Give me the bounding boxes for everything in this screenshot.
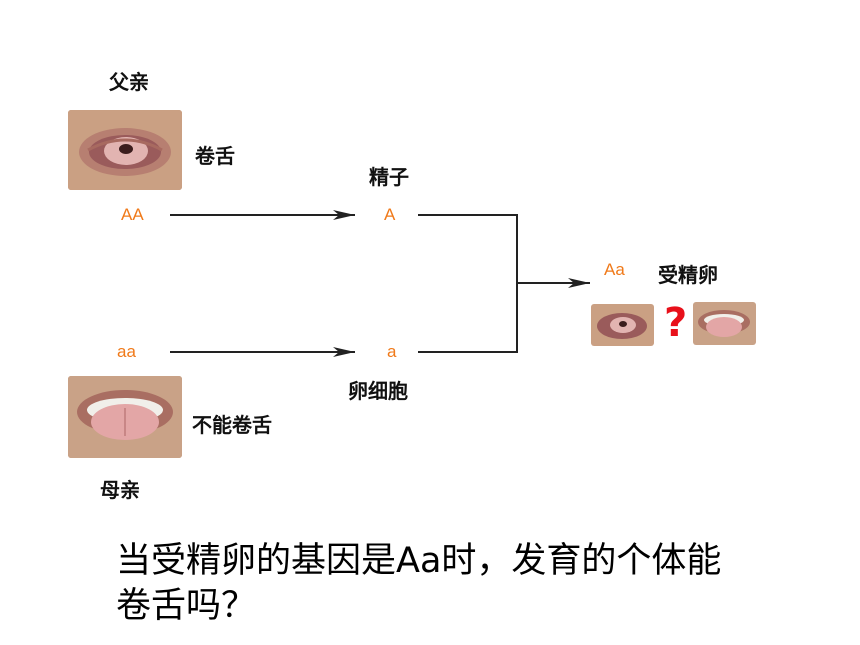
- father-tongue-photo: [68, 110, 182, 190]
- egg-label: 卵细胞: [348, 379, 408, 403]
- zygote-label: 受精卵: [658, 263, 718, 287]
- father-genotype: AA: [121, 205, 144, 224]
- sperm-label: 精子: [369, 165, 409, 189]
- zygote-flat-tongue-photo: [693, 302, 756, 345]
- flat-tongue-icon: [68, 376, 182, 458]
- question-mark-icon: ?: [664, 300, 688, 346]
- sperm-allele: A: [384, 205, 396, 224]
- father-trait: 卷舌: [195, 144, 235, 168]
- mother-genotype: aa: [117, 342, 136, 361]
- flat-tongue-small-icon: [693, 302, 756, 345]
- rolled-tongue-small-icon: [591, 304, 654, 346]
- rolled-tongue-icon: [68, 110, 182, 190]
- gamete-join-bracket: [418, 214, 518, 353]
- father-label: 父亲: [109, 70, 149, 94]
- zygote-rolled-tongue-photo: [591, 304, 654, 346]
- zygote-genotype: Aa: [604, 260, 625, 279]
- question-line-2: 卷舌吗？: [116, 586, 257, 626]
- egg-allele: a: [387, 342, 397, 361]
- question-line-1: 当受精卵的基因是Aa时，发育的个体能: [116, 541, 722, 581]
- mother-trait: 不能卷舌: [192, 413, 272, 437]
- mother-tongue-photo: [68, 376, 182, 458]
- mother-label: 母亲: [100, 478, 140, 502]
